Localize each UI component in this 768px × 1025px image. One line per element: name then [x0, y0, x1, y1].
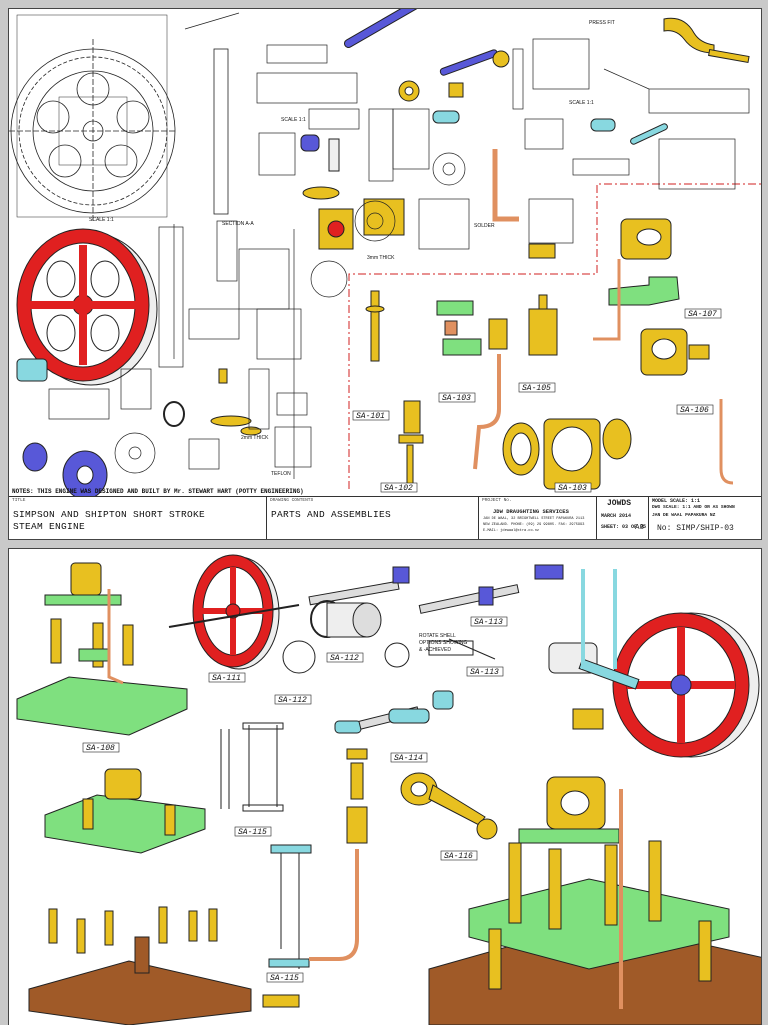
title-cell: TITLE SIMPSON AND SHIPTON SHORT STROKE S… [9, 497, 267, 539]
svg-text:SA-103: SA-103 [442, 394, 471, 403]
drawing-number: No: SIMP/SHIP-03 [657, 524, 734, 533]
flywheel-outline-view [9, 14, 177, 223]
svg-text:SA-112: SA-112 [330, 654, 359, 663]
svg-text:SA-113: SA-113 [474, 618, 503, 627]
svg-text:SA-114: SA-114 [394, 754, 423, 763]
valve-column [262, 748, 368, 1008]
svg-text:SA-103: SA-103 [558, 484, 587, 493]
drawing-sheet-2: SA-108 SA-111 SA-112 SA-112 SA-113 SA-11… [8, 548, 762, 1025]
svg-text:SA-101: SA-101 [356, 412, 385, 421]
svg-text:SCALE 1:1: SCALE 1:1 [281, 117, 306, 123]
subassembly-parts [365, 218, 734, 490]
scale-cell: MODEL SCALE: 1:1 DWG SCALE: 1:1 AND OR A… [635, 498, 735, 533]
label-sa-103a: SA-103 [438, 392, 476, 403]
svg-text:SA-106: SA-106 [680, 406, 709, 415]
paper-size: A3 [635, 524, 645, 532]
label-sa-103b: SA-103 [554, 482, 592, 493]
svg-text:SA-116: SA-116 [444, 852, 473, 861]
label-sa-111: SA-111 [208, 672, 246, 683]
label-sa-105: SA-105 [518, 382, 556, 393]
logo-date-cell: JOWDS MARCH 2014 SHEET: 03 OF 05 [597, 497, 649, 539]
sheet-number: SHEET: 03 OF 05 [601, 524, 647, 530]
svg-text:TEFLON: TEFLON [271, 471, 291, 477]
label-sa-108: SA-108 [82, 742, 120, 753]
drawing-date: MARCH 2014 [601, 513, 632, 519]
assembly-sa-112 [282, 566, 410, 674]
label-sa-113b: SA-113 [466, 666, 504, 677]
assembly-sa-111 [168, 554, 300, 670]
svg-text:PRESS FIT: PRESS FIT [589, 20, 615, 26]
contents-cell: DRAWING CONTENTS PARTS AND ASSEMBLIES [267, 497, 479, 539]
assembly-labels: SA-101 SA-102 SA-103 SA-103 SA-105 SA-10… [352, 308, 722, 493]
svg-text:SA-112: SA-112 [278, 696, 307, 705]
main-engine-assembly [428, 569, 761, 1025]
assembly-sa-114 [334, 690, 454, 734]
label-sa-107: SA-107 [684, 308, 722, 319]
svg-text:2mm THICK: 2mm THICK [241, 435, 269, 441]
label-sa-116: SA-116 [440, 850, 478, 861]
label-sa-115a: SA-115 [234, 826, 272, 837]
svg-text:3mm THICK: 3mm THICK [367, 255, 395, 261]
assembly-sa-113 [418, 564, 564, 660]
svg-text:SA-111: SA-111 [212, 674, 241, 683]
title-line-1: SIMPSON AND SHIPTON SHORT STROKE [13, 509, 206, 520]
company-name: JDW DRAUGHTING SERVICES [493, 508, 569, 515]
drawing-tags: SCALE 1:1 SCALE 1:1 SCALE 1:1 PRESS FIT … [89, 20, 615, 477]
title-line-2: STEAM ENGINE [13, 521, 86, 532]
svg-text:SA-105: SA-105 [522, 384, 551, 393]
red-flywheel-3d [16, 228, 158, 386]
orthographic-views [48, 12, 750, 479]
label-sa-106: SA-106 [676, 404, 714, 415]
svg-text:& -ACHIEVED: & -ACHIEVED [419, 647, 451, 653]
label-sa-114: SA-114 [390, 752, 428, 763]
svg-text:SCALE 1:1: SCALE 1:1 [569, 100, 594, 106]
label-sa-115b: SA-115 [266, 972, 304, 983]
svg-text:ROTATE SHELL: ROTATE SHELL [419, 633, 456, 639]
svg-text:SA-102: SA-102 [384, 484, 413, 493]
title-block: NOTES: THIS ENGINE WAS DESIGNED AND BUIL… [9, 488, 761, 539]
drawing-contents: PARTS AND ASSEMBLIES [271, 509, 392, 520]
assembly-sa-116 [400, 772, 498, 840]
company-cell: PROJECT No. JDW DRAUGHTING SERVICES JAN … [479, 497, 597, 539]
sheet1-drawing: SA-101 SA-102 SA-103 SA-103 SA-105 SA-10… [9, 9, 761, 497]
label-sa-102: SA-102 [380, 482, 418, 493]
sheet2-drawing: SA-108 SA-111 SA-112 SA-112 SA-113 SA-11… [16, 554, 761, 1025]
svg-text:SOLDER: SOLDER [474, 223, 495, 229]
svg-text:SA-108: SA-108 [86, 744, 115, 753]
label-sa-113a: SA-113 [470, 616, 508, 627]
svg-text:OPTIONS SHOWING: OPTIONS SHOWING [419, 640, 467, 646]
rotate-shell-note: ROTATE SHELL OPTIONS SHOWING & -ACHIEVED [419, 633, 467, 653]
svg-text:SA-115: SA-115 [238, 828, 267, 837]
assembly-sa-115 [220, 722, 312, 969]
shaft-section-view [213, 48, 229, 215]
svg-text:SA-107: SA-107 [688, 310, 717, 319]
svg-text:SECTION A-A: SECTION A-A [222, 221, 254, 227]
label-sa-112a: SA-112 [326, 652, 364, 663]
svg-text:SA-115: SA-115 [270, 974, 299, 983]
svg-text:SA-113: SA-113 [470, 668, 499, 677]
svg-text:SCALE 1:1: SCALE 1:1 [89, 217, 114, 223]
drawing-sheet-1: SA-101 SA-102 SA-103 SA-103 SA-105 SA-10… [8, 8, 762, 540]
assembly-middle-left [28, 768, 252, 1025]
assembly-sa-108 [16, 562, 188, 736]
label-sa-101: SA-101 [352, 410, 390, 421]
jowds-logo: JOWDS [607, 499, 632, 508]
label-sa-112b: SA-112 [274, 694, 312, 705]
sheet2-labels: SA-108 SA-111 SA-112 SA-112 SA-113 SA-11… [82, 616, 508, 983]
designer-note: NOTES: THIS ENGINE WAS DESIGNED AND BUIL… [12, 488, 304, 495]
